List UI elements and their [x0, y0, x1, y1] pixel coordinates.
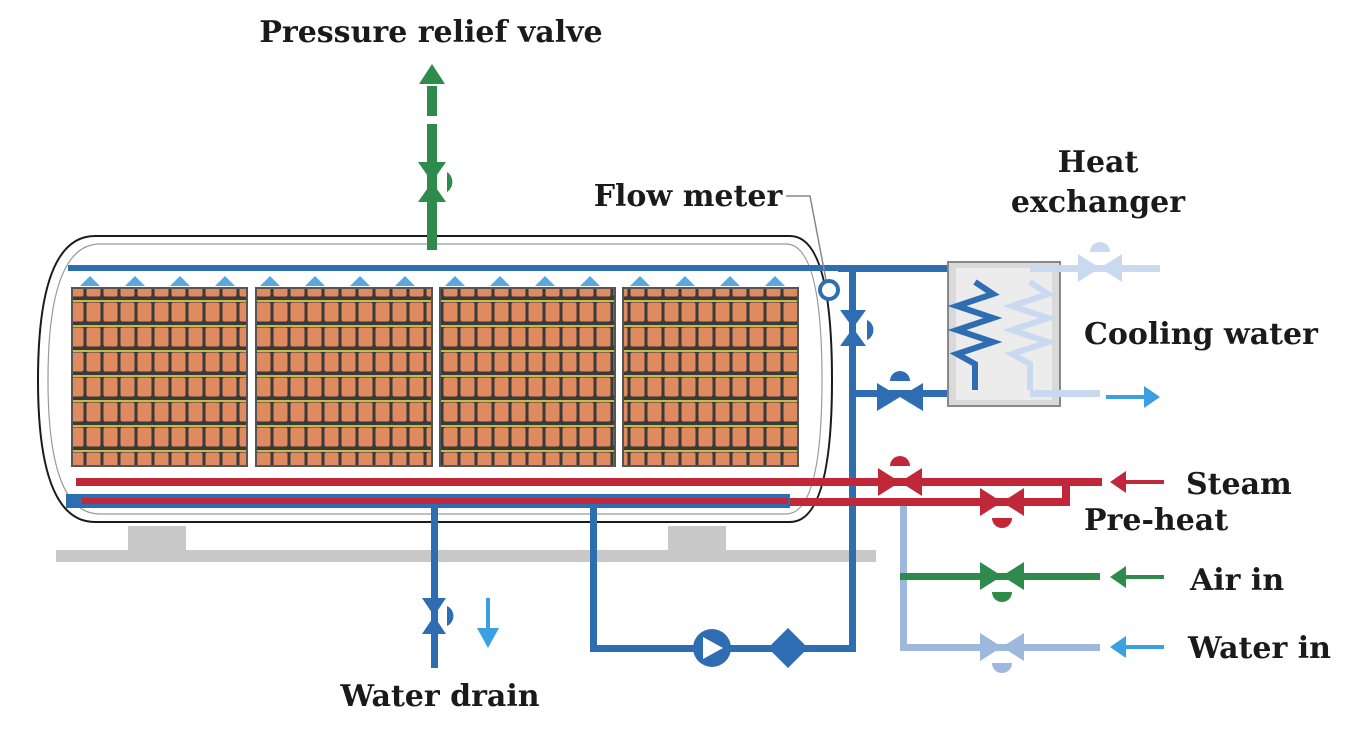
heat-exchanger-valve-icon [877, 383, 900, 411]
steam-in-arrow-icon [1110, 471, 1126, 493]
label-water-drain: Water drain [339, 679, 539, 714]
drain-valve-icon [422, 598, 446, 616]
flow-meter-icon [818, 279, 840, 301]
water-in-shaft [1124, 645, 1164, 649]
label-steam: Steam [1186, 467, 1292, 502]
pressure-relief-assembly [418, 64, 453, 250]
label-flow-meter: Flow meter [594, 179, 784, 214]
steam-lines [790, 456, 1102, 528]
vent-arrow-icon [419, 64, 445, 84]
support-leg-left [128, 526, 186, 552]
water-in-line [900, 633, 1100, 673]
cooling-out-shaft [1106, 395, 1146, 399]
preheat-valve-icon [980, 488, 1002, 516]
product-basket-4 [622, 287, 799, 467]
product-baskets [71, 287, 799, 467]
label-heat-exchanger-1: Heat [1058, 145, 1139, 180]
steam-valve-icon [878, 468, 900, 496]
relief-valve-icon [418, 162, 446, 182]
drain-arrow-shaft [486, 598, 490, 628]
air-in-arrow-icon [1110, 566, 1126, 588]
cooling-out-arrow-icon [1144, 386, 1160, 408]
preheat-coil-pipe [82, 498, 788, 504]
cooling-valve-icon [1078, 254, 1100, 282]
steam-in-shaft [1124, 480, 1164, 484]
flow-meter-leader [786, 195, 827, 281]
water-in-arrow-icon [1110, 636, 1126, 658]
circulation-loop [422, 265, 958, 668]
product-basket-3 [439, 287, 616, 467]
air-line [900, 506, 1100, 651]
base-platform [56, 550, 876, 562]
drain-arrow-icon [477, 628, 499, 648]
heat-exchanger [947, 242, 1160, 407]
support-leg-right [668, 526, 726, 552]
air-in-shaft [1124, 575, 1164, 579]
label-air-in: Air in [1189, 563, 1284, 598]
label-pre-heat: Pre-heat [1084, 503, 1228, 538]
circulation-valve-icon [840, 310, 866, 328]
label-pressure-relief-valve: Pressure relief valve [259, 15, 602, 50]
air-valve-icon [980, 562, 1002, 590]
spray-header [68, 265, 838, 286]
label-water-in: Water in [1187, 631, 1331, 666]
label-heat-exchanger-2: exchanger [1011, 185, 1186, 220]
label-cooling-water: Cooling water [1084, 317, 1319, 352]
product-basket-1 [71, 287, 248, 467]
steam-spreader-pipe [76, 478, 816, 486]
water-in-valve-icon [980, 633, 1002, 661]
product-basket-2 [255, 287, 433, 467]
filter-icon [768, 628, 808, 668]
